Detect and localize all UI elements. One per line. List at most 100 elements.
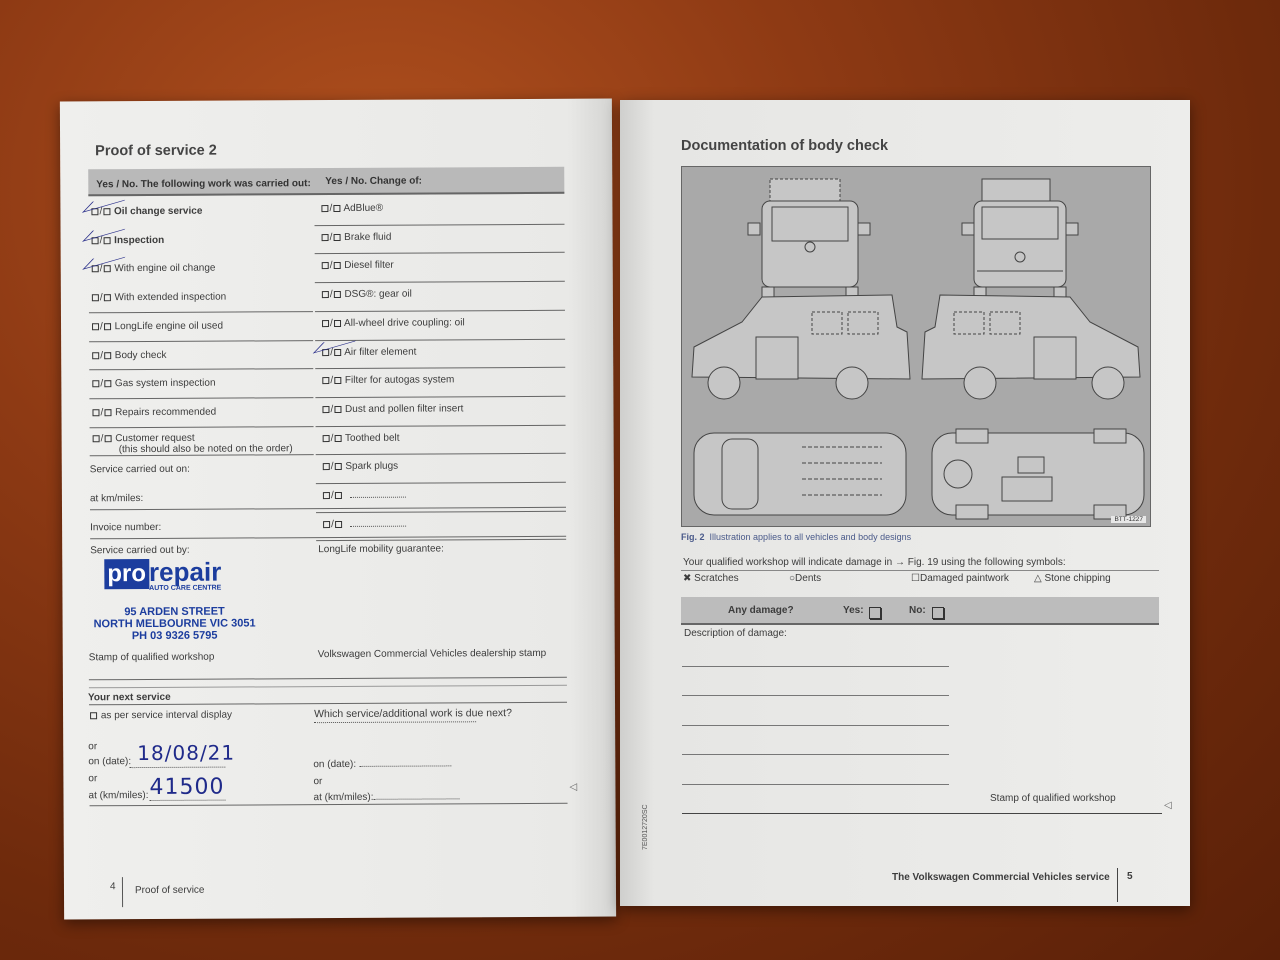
no-checkbox[interactable] xyxy=(103,351,111,359)
logo-tagline: AUTO CARE CENTRE xyxy=(149,584,222,592)
other-item-field[interactable] xyxy=(349,496,406,498)
page-number: 5 xyxy=(1127,871,1133,882)
no-checkbox[interactable] xyxy=(334,491,342,500)
no-checkbox[interactable] xyxy=(104,434,112,442)
damage-no-checkbox[interactable] xyxy=(932,607,944,619)
description-line[interactable] xyxy=(682,725,949,726)
damage-yes-checkbox[interactable] xyxy=(869,607,881,619)
work-item: / Body check xyxy=(91,349,166,361)
yes-checkbox[interactable] xyxy=(322,492,330,500)
page-title: Documentation of body check xyxy=(681,138,889,154)
no-checkbox[interactable] xyxy=(334,377,342,385)
change-item-label: All-wheel drive coupling: oil xyxy=(344,317,465,329)
work-item: / Inspection xyxy=(91,235,164,246)
no-checkbox[interactable] xyxy=(104,409,112,417)
no-checkbox[interactable] xyxy=(104,380,112,388)
van-underside-view xyxy=(931,428,1145,520)
yes-checkbox[interactable] xyxy=(322,463,330,471)
due-date-text: on (date): xyxy=(313,758,357,771)
yes-checkbox[interactable] xyxy=(323,520,331,528)
no-checkbox[interactable] xyxy=(334,463,342,471)
no-checkbox[interactable] xyxy=(103,294,111,302)
yes-checkbox[interactable] xyxy=(92,409,100,417)
no-checkbox[interactable] xyxy=(103,265,111,273)
change-item: / All-wheel drive coupling: oil xyxy=(321,317,465,329)
table-header: Yes / No. The following work was carried… xyxy=(88,166,565,197)
due-date-field[interactable] xyxy=(358,765,451,767)
km-label: at km/miles: xyxy=(89,493,144,505)
change-item-label: AdBlue® xyxy=(343,202,384,214)
or-label: or xyxy=(88,773,98,785)
yes-checkbox[interactable] xyxy=(322,434,330,442)
no-checkbox[interactable] xyxy=(333,262,341,270)
change-item-label: Brake fluid xyxy=(344,231,392,243)
work-item-label: With engine oil change xyxy=(114,263,216,275)
stamp-label: Stamp of qualified workshop xyxy=(990,793,1116,804)
description-label: Description of damage: xyxy=(684,628,787,639)
footer-title: Proof of service xyxy=(134,884,205,897)
next-date-label: on (date): xyxy=(88,756,132,768)
no-checkbox[interactable] xyxy=(334,434,342,442)
no-checkbox[interactable] xyxy=(333,319,341,327)
work-item-label: Repairs recommended xyxy=(115,406,217,419)
description-line[interactable] xyxy=(682,784,949,785)
invoice-label: Invoice number: xyxy=(90,521,162,534)
no-checkbox[interactable] xyxy=(103,236,111,244)
change-item: / Dust and pollen filter insert xyxy=(321,403,463,415)
yes-checkbox[interactable] xyxy=(321,205,329,213)
description-line[interactable] xyxy=(682,666,949,667)
change-item: / Spark plugs xyxy=(322,461,398,472)
description-line[interactable] xyxy=(682,754,949,755)
change-item: / Air filter element xyxy=(321,346,417,358)
stone-triangle-icon: △ xyxy=(1034,573,1042,584)
symbol-scratches: ✖ Scratches xyxy=(683,573,739,584)
no-checkbox[interactable] xyxy=(333,233,341,241)
header-left: Yes / No. The following work was carried… xyxy=(96,178,311,191)
yes-checkbox[interactable] xyxy=(92,351,100,359)
change-item-label: Filter for autogas system xyxy=(344,374,455,387)
yes-checkbox[interactable] xyxy=(321,262,329,270)
yes-checkbox[interactable] xyxy=(322,319,330,327)
no-checkbox[interactable] xyxy=(334,405,342,413)
or-label: or xyxy=(88,741,98,753)
work-item-label: With extended inspection xyxy=(114,291,227,304)
yes-checkbox[interactable] xyxy=(91,294,99,302)
paint-square-icon: ☐ xyxy=(911,573,920,584)
due-km-field[interactable] xyxy=(373,798,460,800)
which-service-field[interactable] xyxy=(314,721,477,724)
symbol-paintwork: ☐Damaged paintwork xyxy=(911,573,1009,584)
work-item: / Oil change service xyxy=(90,206,202,218)
other-item-field[interactable] xyxy=(349,525,406,527)
work-item: / Gas system inspection xyxy=(91,378,216,390)
no-checkbox[interactable] xyxy=(333,291,341,299)
no-checkbox[interactable] xyxy=(103,322,111,331)
yes-checkbox[interactable] xyxy=(92,434,100,442)
change-item-label: Air filter element xyxy=(344,346,417,358)
scratch-x-icon: ✖ xyxy=(683,573,692,584)
interval-display-option[interactable]: as per service interval display xyxy=(89,710,232,722)
no-checkbox[interactable] xyxy=(333,348,341,356)
work-item-label: Oil change service xyxy=(113,205,203,218)
no-checkbox[interactable] xyxy=(334,520,342,528)
workshop-stamp: pro repair AUTO CARE CENTRE xyxy=(104,556,222,593)
next-date-field[interactable] xyxy=(129,766,226,769)
symbol-label: Damaged paintwork xyxy=(919,573,1009,584)
header-right: Yes / No. Change of: xyxy=(325,175,423,188)
change-item: / AdBlue® xyxy=(320,203,383,214)
footer-title: The Volkswagen Commercial Vehicles servi… xyxy=(892,872,1110,883)
logo-repair: repair xyxy=(148,556,222,587)
description-line[interactable] xyxy=(682,695,949,696)
handwritten-date: 18/08/21 xyxy=(137,740,236,766)
yes-checkbox[interactable] xyxy=(321,291,329,299)
symbol-label: Scratches xyxy=(694,573,739,584)
yes-checkbox[interactable] xyxy=(321,233,329,241)
work-item: / Repairs recommended xyxy=(91,407,216,419)
change-item-label: Diesel filter xyxy=(344,260,394,272)
no-checkbox[interactable] xyxy=(103,208,111,216)
yes-checkbox[interactable] xyxy=(322,377,330,385)
yes-checkbox[interactable] xyxy=(92,323,100,331)
no-checkbox[interactable] xyxy=(333,204,341,213)
work-item: / With engine oil change xyxy=(91,263,216,275)
yes-checkbox[interactable] xyxy=(92,380,100,388)
yes-checkbox[interactable] xyxy=(322,405,330,413)
